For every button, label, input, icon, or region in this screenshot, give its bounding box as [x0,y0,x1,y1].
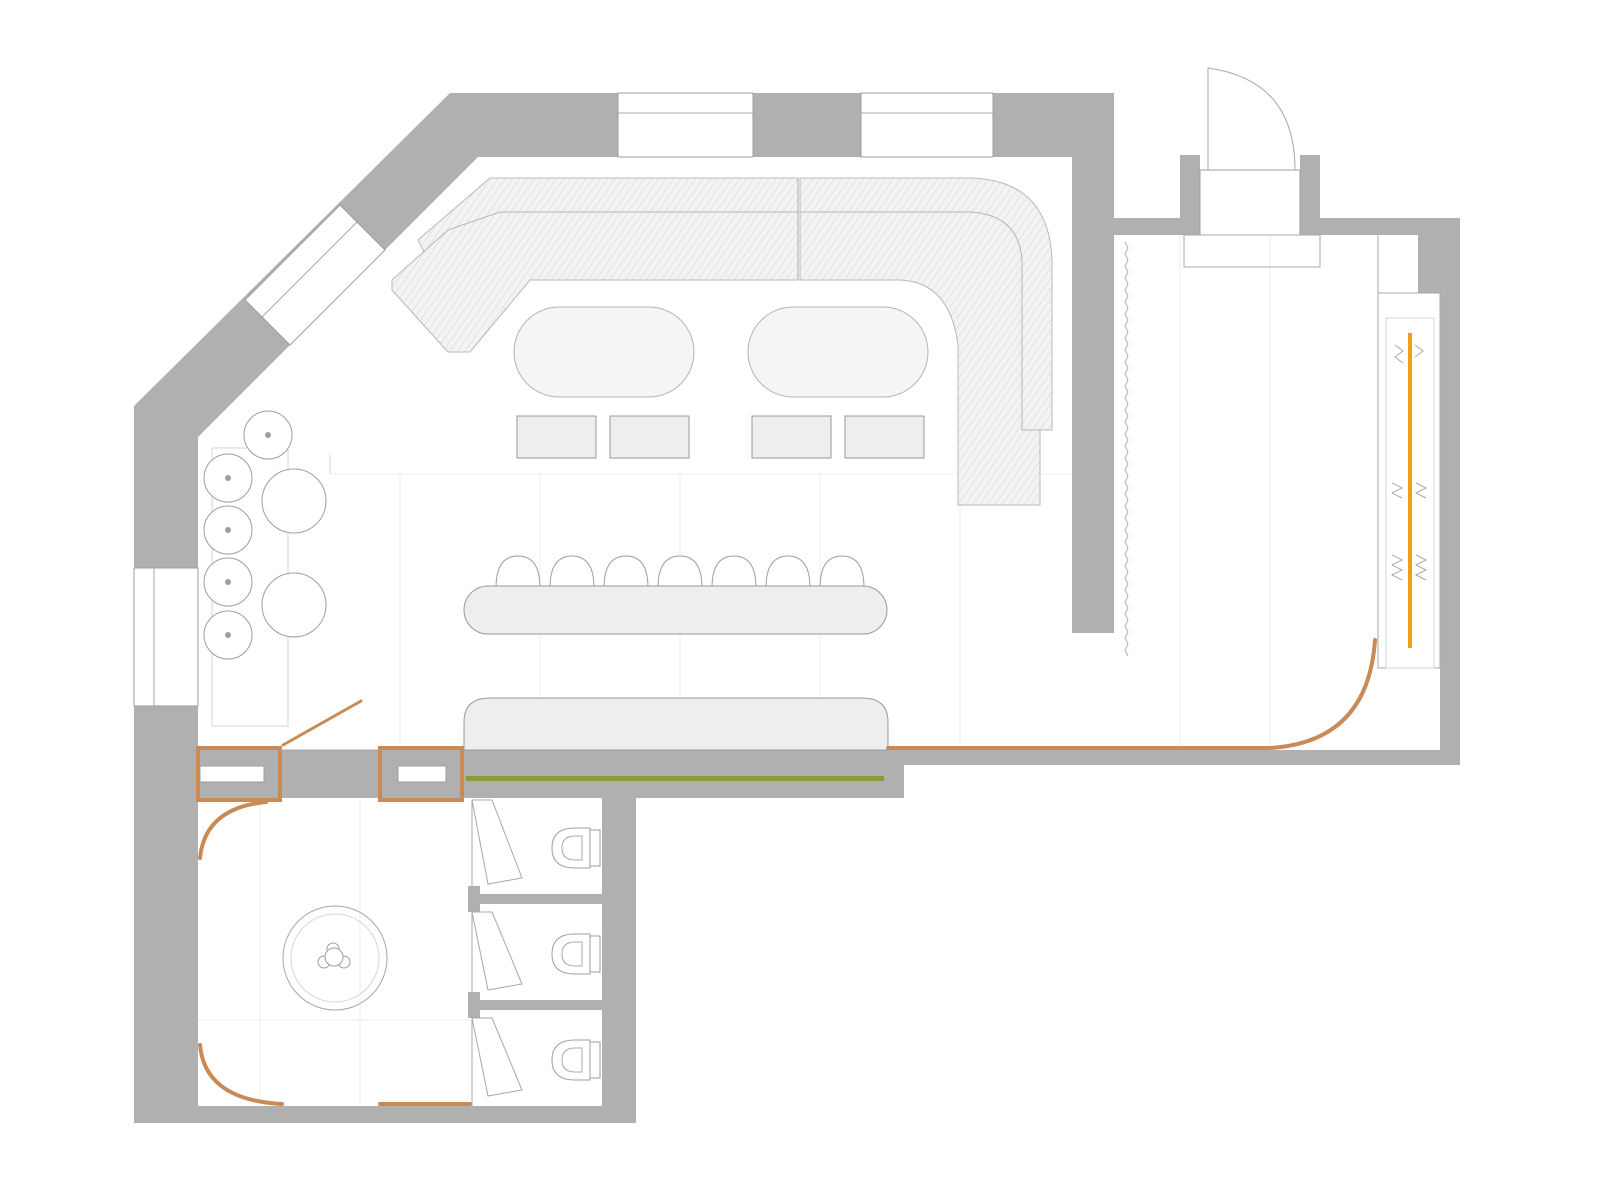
corridor-bottom-wall [888,750,1460,765]
stall-partition-1 [470,894,602,904]
banquette-back-left [391,211,799,353]
copper-partitions [196,638,1377,1106]
washbasin-table [282,905,388,1011]
door-swing-icon [471,911,523,991]
washroom [282,799,602,1106]
corridor [1124,235,1441,669]
corridor-left-wall [1114,218,1184,235]
stall-jamb [468,886,480,912]
copper-wc-curve-bottom [198,1043,284,1106]
left-wall-lower [134,706,198,1123]
bar-counter [463,585,888,635]
bar-area [463,555,889,781]
table-square-2 [609,415,690,459]
copper-entry-frame-left [196,746,282,802]
stall-jamb [468,992,480,1018]
windows [133,92,994,707]
stool-icon [711,555,757,589]
coat-cabinet-inner [1385,317,1435,669]
entry-right-jamb [1300,155,1320,235]
stool-icon [243,410,293,460]
stall-partition-2 [470,1000,602,1010]
window-top-right [860,92,994,158]
entry-threshold [1199,169,1301,236]
wc-right-wall [602,798,636,1123]
stool-icon [657,555,703,589]
oval-table-left [513,306,695,398]
main-hall-wall [134,93,1114,633]
table-square-3 [751,415,832,459]
stool-icon [603,555,649,589]
table-square-1 [516,415,597,459]
planter-wall-end [888,750,904,798]
dining-tables [513,306,929,459]
window-diagonal [244,204,386,346]
toilet-icon [551,1039,601,1081]
wall-niche-right [397,765,447,783]
door-swing-icon [1207,67,1296,171]
round-table-lower [261,572,327,638]
stool-icon [765,555,811,589]
stool-icon [819,555,865,589]
stool-icon [203,610,253,660]
entry-left-jamb [1180,155,1200,235]
door-swing-icon [471,1017,523,1097]
corridor-right-wall [1418,218,1460,293]
window-left [133,567,199,707]
bottom-wall [134,1106,636,1123]
toilet-icon [551,933,601,975]
oval-table-right [747,306,929,398]
hall-wc-wall [198,750,904,798]
entry-vestibule [1183,234,1321,268]
stool-icon [549,555,595,589]
green-planter [466,776,884,781]
banquette-seating [391,177,1053,506]
service-counter [463,697,889,751]
door-swing-icon [281,699,363,747]
table-square-4 [844,415,925,459]
door-swing-icon [471,799,523,885]
toilet-icon [551,827,601,869]
stool-icon [203,505,253,555]
stool-icon [203,453,253,503]
corridor-right-wall-lower [1440,293,1460,765]
banquette-corner [799,211,1041,506]
copper-corridor-curve [886,638,1377,750]
stool-icon [203,557,253,607]
stool-icon [495,555,541,589]
window-top-left [617,92,754,158]
wall-niche-left [199,765,265,783]
zigzag-edge [1124,241,1129,657]
round-table-upper [261,468,327,534]
copper-wc-curve-top [198,800,268,860]
entry-door [1183,67,1321,268]
outer-walls [134,93,1460,1123]
copper-entry-frame-right [378,746,464,802]
bar-stools [495,555,865,589]
lounge-left [203,410,331,727]
